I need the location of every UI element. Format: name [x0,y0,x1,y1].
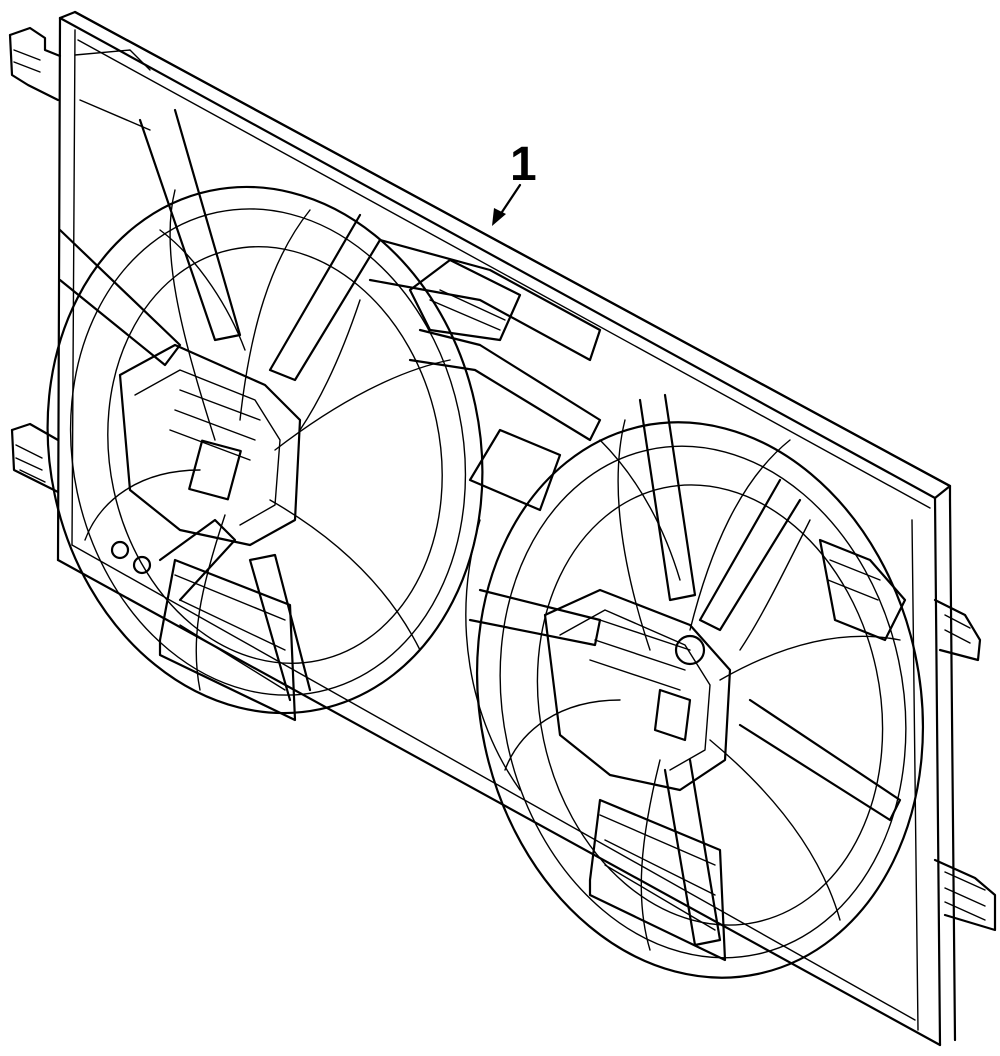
callout-1: 1 [492,138,537,226]
center-divider [368,238,602,791]
shroud-frame [56,10,957,1047]
callout-leader-line [498,183,522,217]
callout-arrowhead [492,208,506,226]
right-fan [468,393,925,979]
callout-number-label: 1 [510,138,537,191]
mounting-tabs [8,26,997,932]
left-fan [46,108,484,722]
